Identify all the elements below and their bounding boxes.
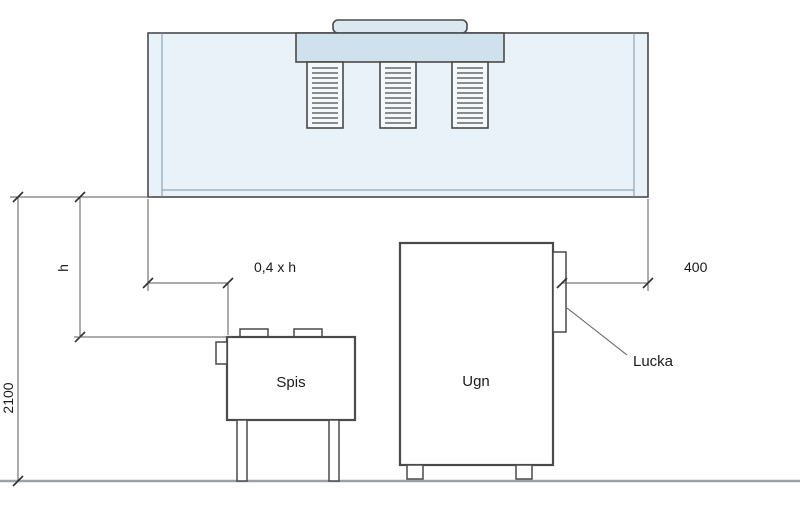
dim-tick-overhang-left (142, 277, 154, 289)
stove-body (225, 335, 357, 422)
oven-hatch-panel (552, 251, 567, 333)
duct-collar (332, 19, 468, 34)
dim-label-2100: 2100 (0, 382, 16, 413)
stove-leg-right (328, 419, 340, 482)
stove-side-bracket (215, 341, 228, 365)
lucka-label: Lucka (633, 353, 674, 370)
dim-tick-2100-bottom (12, 475, 24, 487)
oven-label: Ugn (462, 373, 490, 390)
stove-burner-right (293, 328, 323, 338)
filter-plenum (295, 32, 505, 63)
dim-label-h: h (55, 264, 71, 272)
dim-tick-h-top (74, 191, 86, 203)
stove-burner-left (239, 328, 269, 338)
dim-tick-2100-top (12, 191, 24, 203)
dim-tick-400-left (556, 277, 568, 289)
oven-body (398, 241, 555, 467)
stove-leg-left (236, 419, 248, 482)
dim-tick-400-right (642, 277, 654, 289)
filter-hatch-2 (385, 67, 411, 124)
dim-label-400: 400 (684, 259, 708, 275)
filter-hatch-3 (457, 67, 483, 124)
dim-tick-overhang-right (222, 277, 234, 289)
stove-label: Spis (276, 374, 305, 391)
dim-label-overhang: 0,4 x h (254, 259, 296, 275)
oven-foot-left (406, 464, 424, 480)
lucka-leader-line (566, 307, 628, 356)
filter-hatch-1 (312, 67, 338, 124)
oven-foot-right (515, 464, 533, 480)
